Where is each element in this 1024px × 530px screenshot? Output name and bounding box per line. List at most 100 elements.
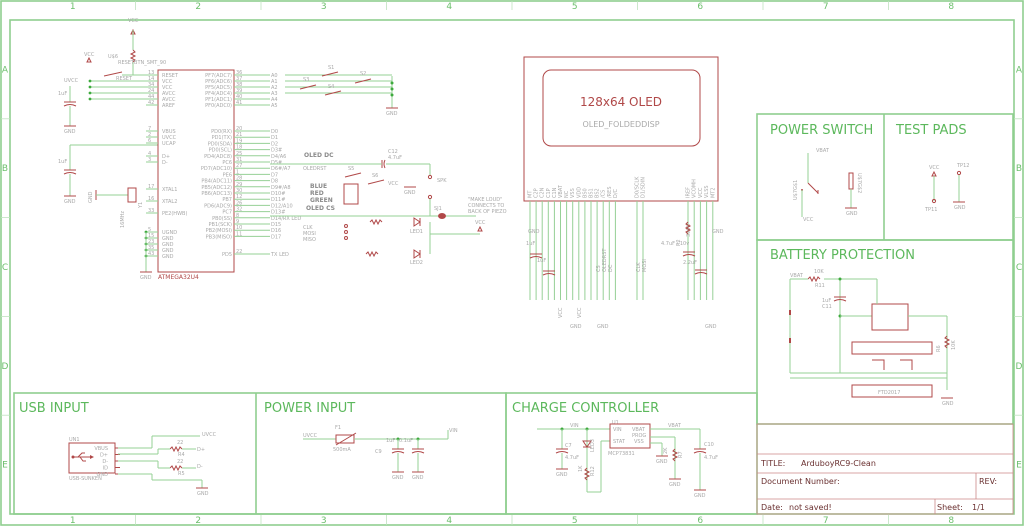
uvcc-label: UVCC	[303, 433, 318, 439]
mcu-pin-number: 12	[236, 194, 242, 200]
mcu-pin-name: D-	[162, 160, 168, 166]
r12-label: R12	[590, 466, 596, 476]
oled-cs-label: OLED CS	[306, 205, 335, 212]
mcu-pin-name: UVCC	[162, 135, 177, 141]
reset-switch-icon[interactable]	[103, 71, 123, 77]
charge-ic-pin-label: VBAT	[632, 427, 646, 433]
mcu-net-label: D7	[271, 172, 278, 178]
usb-package-label: USB-SUNKEN	[69, 476, 102, 482]
oled-pin-label: VLSS	[704, 185, 710, 198]
mcu-pin-name: UCAP	[162, 141, 176, 147]
capacitor-icon	[381, 159, 386, 169]
test-pad-tp12[interactable]	[956, 170, 962, 176]
mcu-pin-number: 23	[148, 239, 154, 245]
vcc-label: VCC	[929, 165, 940, 171]
gnd-label: GND	[88, 191, 94, 203]
mcu-pin-number: 4	[148, 151, 151, 157]
resistor-icon	[169, 445, 183, 453]
oled-display[interactable]	[523, 56, 719, 202]
oled-pin-label: MT2	[710, 187, 716, 198]
oled-net-label: MOSI	[642, 259, 648, 272]
mcu-pin-number: 22	[236, 249, 242, 255]
oled-pin-label: D/C	[613, 188, 619, 198]
mcu-net-label: D16	[271, 228, 281, 234]
mcu-pin-number: 25	[236, 151, 242, 157]
mcu-net-label: D8	[271, 179, 278, 185]
charge-ic-pin-label: VSS	[634, 439, 644, 445]
mcu-net-label: D17	[271, 234, 281, 240]
test-pad-tp11[interactable]	[931, 198, 937, 204]
cap-value: 4.7uF / 10v	[661, 241, 689, 247]
mcu-net-label: D10#	[271, 191, 285, 197]
section-title-usb-input: USB INPUT	[19, 401, 89, 416]
usb-connector[interactable]	[68, 442, 116, 474]
oled-pin-label: C2N	[540, 187, 546, 198]
cap-value: 1uF	[58, 91, 67, 97]
battery-icon	[789, 338, 791, 343]
button-s5[interactable]	[344, 172, 362, 178]
sj1-label: SJ1	[434, 206, 442, 212]
crystal-icon	[127, 187, 137, 203]
resistor-icon	[129, 49, 137, 63]
grid-column-label: 6	[697, 2, 703, 12]
gnd-label: GND	[712, 229, 724, 235]
r5-label: R5	[178, 471, 185, 477]
vcc-label: VCC	[128, 18, 139, 24]
charge-ic-pin-label: STAT	[613, 439, 626, 445]
mcu-chip[interactable]	[157, 69, 235, 273]
switch-part-1: U$7G$1	[793, 180, 799, 200]
solder-jumper-icon[interactable]	[438, 213, 446, 219]
reset-part-label: U$6	[108, 54, 118, 60]
grid-column-label: 4	[446, 516, 452, 526]
mcu-net-label: D15	[271, 222, 281, 228]
gnd-label: GND	[528, 229, 540, 235]
oled-pin-label: C1N	[552, 187, 558, 198]
mcu-pin-name: PD7(ADC10)	[201, 166, 232, 172]
mcu-pin-name: AVCC	[162, 91, 176, 97]
grid-row-label: C	[2, 263, 8, 273]
oled-pin-label: VDD	[576, 187, 582, 198]
mcu-pin-number: 11	[236, 231, 242, 237]
oled-pin-label: C2P	[534, 188, 540, 198]
mcu-pin-number: 40	[236, 94, 242, 100]
power-switch-icon[interactable]	[807, 182, 819, 194]
mcu-pin-name: PF4(ADC4)	[205, 91, 232, 97]
grid-row-label: B	[2, 164, 8, 174]
oled-rst-label: OLEDRST	[303, 166, 327, 172]
ic-name: MCP73831	[608, 451, 635, 457]
c12-label: C12	[388, 149, 398, 155]
mcu-pin-number: 32	[236, 207, 242, 213]
led2-label: LED2	[410, 260, 423, 266]
vbat-label: VBAT	[816, 148, 830, 154]
fuse-label: F1	[335, 425, 341, 431]
grid-column-label: 7	[823, 2, 829, 12]
button-s1[interactable]	[321, 71, 339, 77]
grid-row-label: E	[2, 461, 8, 471]
mcu-pin-name: PB3(MISO)	[206, 234, 232, 240]
oled-pin-label: NC	[564, 190, 570, 198]
oled-pin-label: D0/SCLK	[635, 176, 641, 198]
button-s2[interactable]	[354, 78, 372, 84]
c7-label: C7	[565, 443, 572, 449]
mcu-pin-name: PB4(ADC11)	[201, 179, 232, 185]
fet-chip[interactable]	[851, 384, 933, 398]
oled-pin-label: VBAT	[558, 184, 564, 198]
mcu-pin-name: PF5(ADC5)	[205, 85, 232, 91]
mcu-pin-number: 29	[236, 182, 242, 188]
note-make-loud: "MAKE LOUD"	[468, 197, 502, 203]
mcu-pin-number: 5	[148, 227, 151, 233]
button-s3[interactable]	[299, 84, 317, 90]
protection-ic[interactable]	[871, 303, 909, 331]
date-value: not saved!	[789, 503, 832, 512]
button-s6[interactable]	[367, 179, 385, 185]
r6-value: 10K	[951, 340, 957, 350]
battery-protection-section: BATTERY PROTECTION VBAT 10K R11 1uF C11 …	[770, 248, 957, 407]
charge-ic[interactable]	[609, 423, 651, 449]
mcu-pin-number: 7	[148, 126, 151, 132]
button-s4[interactable]	[324, 90, 342, 96]
date-label: Date:	[761, 503, 783, 512]
capacitor-icon	[682, 251, 696, 257]
